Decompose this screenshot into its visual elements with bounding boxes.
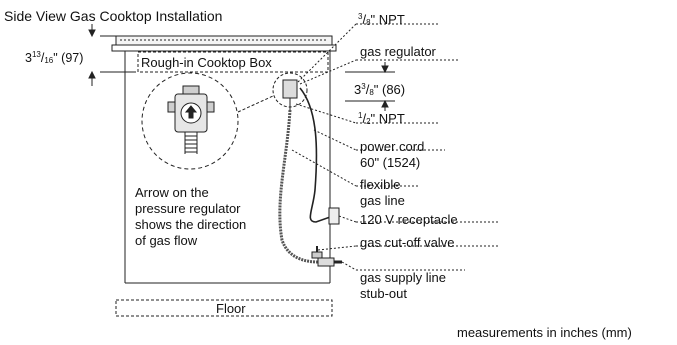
flexible-gas-line-label: flexible gas line	[360, 177, 405, 209]
rough-in-box	[137, 51, 329, 73]
dim-right-den: 8	[369, 88, 374, 97]
left-dimension-label: 313/16" (97)	[25, 50, 84, 65]
callout-line-2: pressure regulator	[135, 201, 241, 216]
dim-right-text: " (86)	[373, 82, 406, 97]
dim-right-whole: 3	[354, 82, 362, 97]
npt38-num: 3	[358, 12, 363, 21]
right-dimension-label: 33/8" (86)	[354, 82, 406, 97]
callout-circle	[141, 72, 239, 170]
dim-left-den: 16	[44, 56, 54, 65]
countertop	[111, 44, 337, 52]
supply-line-2: stub-out	[360, 286, 407, 301]
npt38-den: 8	[366, 18, 371, 27]
supply-line-label: gas supply line stub-out	[360, 270, 446, 302]
diagram-title: Side View Gas Cooktop Installation	[4, 8, 223, 24]
callout-line-3: shows the direction	[135, 217, 247, 232]
supply-line-1: gas supply line	[360, 270, 446, 285]
dim-left-whole: 3	[25, 51, 32, 65]
power-cord	[299, 87, 334, 223]
callout-line-4: of gas flow	[135, 233, 198, 248]
rough-in-box-label: Rough-in Cooktop Box	[141, 55, 272, 70]
flexible-gas-line	[278, 109, 319, 264]
npt38-text: " NPT	[370, 12, 405, 27]
npt12-num: 1	[358, 111, 363, 120]
dim-left-num: 13	[31, 50, 41, 59]
cutoff-valve-label: gas cut-off valve	[360, 235, 455, 250]
npt12-text: " NPT	[370, 111, 405, 126]
flexible-line-1: flexible	[360, 177, 401, 192]
floor-outline	[115, 299, 333, 317]
dim-left-mm: (97)	[61, 51, 84, 65]
callout-text: Arrow on the pressure regulator shows th…	[135, 185, 246, 249]
measurement-footnote: measurements in inches (mm)	[457, 325, 632, 340]
power-cord-line-2: 60" (1524)	[360, 155, 421, 170]
callout-line-1: Arrow on the	[135, 185, 209, 200]
flexible-line-2: gas line	[360, 193, 405, 208]
floor-label: Floor	[216, 301, 246, 316]
power-cord-line-1: power cord	[360, 139, 425, 154]
receptacle	[328, 207, 340, 225]
receptacle-label: 120 V receptacle	[360, 212, 458, 227]
npt-1-2-label: 1/2" NPT	[358, 111, 405, 126]
dim-right-num: 3	[361, 82, 366, 91]
npt-3-8-label: 3/8" NPT	[358, 12, 405, 27]
power-cord-label: power cord 60" (1524)	[360, 139, 424, 171]
dim-left-unit: "	[53, 51, 58, 65]
npt12-den: 2	[366, 117, 371, 126]
gas-regulator-label: gas regulator	[360, 44, 436, 59]
